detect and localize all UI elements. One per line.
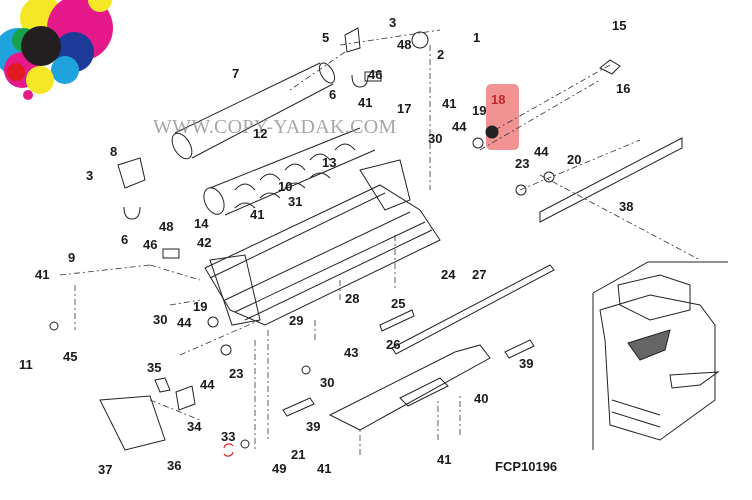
roller-7 (171, 62, 336, 160)
part-label[interactable]: 41 (35, 267, 50, 282)
part-label[interactable]: 23 (515, 156, 530, 171)
part-label[interactable]: 12 (253, 126, 268, 141)
gear-2 (411, 31, 429, 49)
part-label[interactable]: 6 (329, 87, 337, 102)
part-label[interactable]: 28 (345, 291, 360, 306)
connector-16 (599, 59, 621, 75)
part-label[interactable]: 1 (473, 30, 481, 45)
part-label[interactable]: 24 (441, 267, 456, 282)
part-label[interactable]: 7 (232, 66, 240, 81)
bracket-8 (117, 157, 146, 189)
part-label[interactable]: 8 (110, 144, 118, 159)
bracket-5 (344, 27, 361, 53)
part-label[interactable]: 23 (229, 366, 244, 381)
part-label[interactable]: 46 (368, 67, 383, 82)
part-label[interactable]: 14 (194, 216, 209, 231)
auger-12 (203, 127, 376, 216)
part-label[interactable]: 48 (159, 219, 174, 234)
part-label[interactable]: 30 (428, 131, 443, 146)
part-label[interactable]: 45 (63, 349, 78, 364)
refresh-arrows-icon (223, 443, 234, 457)
part-label[interactable]: 5 (322, 30, 330, 45)
part-label[interactable]: 42 (197, 235, 212, 250)
part-label[interactable]: 11 (19, 357, 33, 372)
part-label[interactable]: 44 (452, 119, 467, 134)
part-label[interactable]: 41 (317, 461, 332, 476)
part-label[interactable]: 21 (291, 447, 306, 462)
part-label[interactable]: 40 (474, 391, 489, 406)
seal-38 (539, 137, 683, 223)
pad-46 (162, 248, 180, 259)
part-label[interactable]: 49 (272, 461, 287, 476)
shaft-27 (391, 264, 555, 355)
part-label[interactable]: 13 (322, 155, 337, 170)
part-label[interactable]: 9 (68, 250, 76, 265)
part-label[interactable]: 25 (391, 296, 406, 311)
pad-46-top (364, 71, 382, 82)
part-label-highlighted[interactable]: 18 (491, 92, 506, 107)
part-label[interactable]: 3 (86, 168, 94, 183)
part-label[interactable]: 39 (306, 419, 321, 434)
part-label[interactable]: 41 (442, 96, 457, 111)
gear-18 (485, 125, 499, 139)
part-label[interactable]: 41 (250, 207, 265, 222)
part-label[interactable]: 16 (616, 81, 631, 96)
part-label[interactable]: 38 (619, 199, 634, 214)
part-label[interactable]: 3 (389, 15, 397, 30)
part-label[interactable]: 2 (437, 47, 445, 62)
part-label[interactable]: 31 (288, 194, 303, 209)
part-label[interactable]: 19 (472, 103, 487, 118)
part-label[interactable]: 36 (167, 458, 182, 473)
watermark-text: WWW.COPY-YADAK.COM (153, 116, 397, 138)
part-label[interactable]: 41 (437, 452, 452, 467)
part-label[interactable]: 20 (567, 152, 582, 167)
part-label[interactable]: 26 (386, 337, 401, 352)
figure-code: FCP10196 (495, 459, 558, 474)
cover-40 (328, 344, 491, 431)
part-label[interactable]: 37 (98, 462, 113, 477)
part-label[interactable]: 29 (289, 313, 304, 328)
part-label[interactable]: 39 (519, 356, 534, 371)
guide-36 (99, 395, 166, 451)
part-label[interactable]: 48 (397, 37, 412, 52)
part-label[interactable]: 17 (397, 101, 412, 116)
part-label[interactable]: 6 (121, 232, 129, 247)
copier-location-inset (592, 261, 728, 450)
part-label[interactable]: 19 (193, 299, 208, 314)
part-label[interactable]: 44 (200, 377, 215, 392)
part-label[interactable]: 44 (534, 144, 549, 159)
part-label[interactable]: 35 (147, 360, 162, 375)
part-label[interactable]: 33 (221, 429, 236, 444)
leader-lines (59, 29, 701, 455)
switch-34 (175, 385, 196, 411)
part-label[interactable]: 27 (472, 267, 487, 282)
cmyk-circles-logo (0, 0, 113, 100)
part-label[interactable]: 34 (187, 419, 202, 434)
part-label[interactable]: 15 (612, 18, 627, 33)
part-label[interactable]: 30 (153, 312, 168, 327)
part-label[interactable]: 41 (358, 95, 373, 110)
part-label[interactable]: 10 (278, 179, 293, 194)
main-frame (204, 159, 441, 326)
part-label[interactable]: 43 (344, 345, 359, 360)
part-label[interactable]: 46 (143, 237, 158, 252)
part-label[interactable]: 30 (320, 375, 335, 390)
part-label[interactable]: 44 (177, 315, 192, 330)
